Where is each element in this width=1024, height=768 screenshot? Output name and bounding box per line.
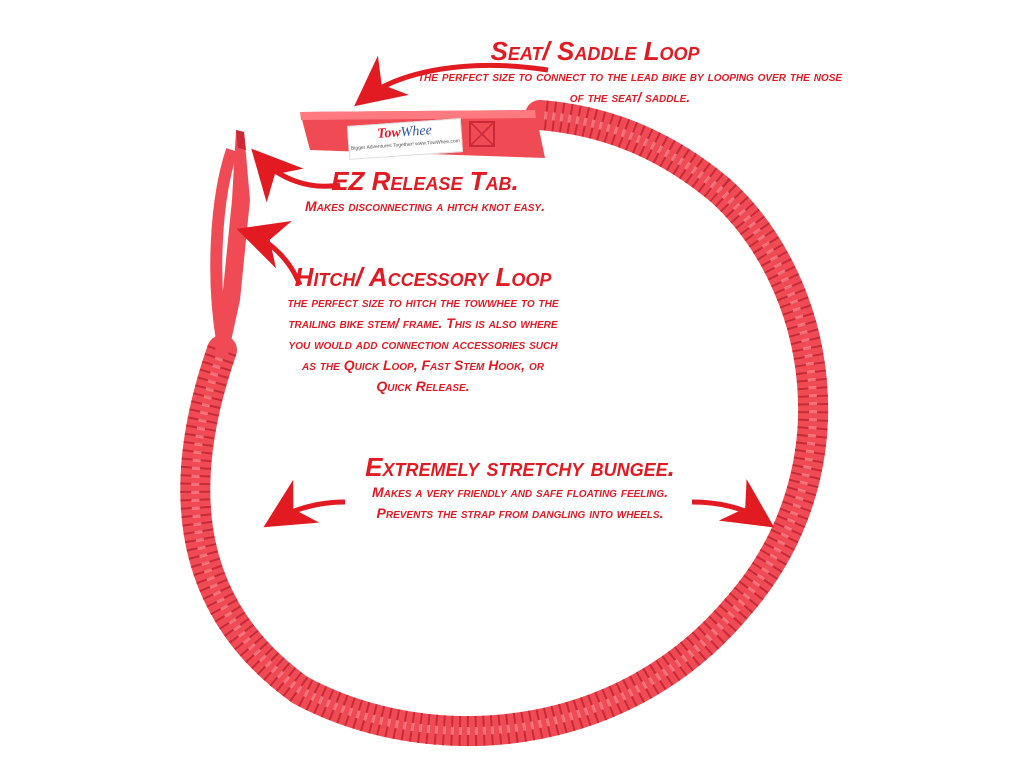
arrow-bungee-left [263, 479, 346, 528]
callout-line: Makes a very friendly and safe floating … [371, 484, 669, 500]
hitch-loop-strap [210, 130, 250, 355]
arrow-bungee-right [691, 479, 775, 528]
callout-heading: Seat/ Saddle Loop [490, 36, 700, 66]
arrow-ez-release-tab [251, 148, 341, 203]
arrow-hitch-loop [236, 220, 303, 286]
callout-line: as the Quick Loop, Fast Stem Hook, or [302, 357, 544, 373]
callout-seat-saddle-loop: Seat/ Saddle Loop the perfect size to co… [390, 36, 870, 108]
callout-line: you would add connection accessories suc… [288, 336, 558, 352]
callout-ez-release-tab: EZ Release Tab. Makes disconnecting a hi… [270, 166, 580, 217]
callout-stretchy-bungee: Extremely stretchy bungee. Makes a very … [330, 452, 710, 524]
callout-line: the perfect size to hitch the towwhee to… [287, 294, 559, 310]
callout-line: Quick Release. [376, 378, 470, 394]
callout-heading: Hitch/ Accessory Loop [294, 262, 552, 292]
callout-line: of the seat/ saddle. [569, 89, 691, 105]
bungee-highlight [191, 111, 818, 736]
callout-line: Prevents the strap from dangling into wh… [376, 505, 664, 521]
callout-hitch-accessory-loop: Hitch/ Accessory Loop the perfect size t… [258, 262, 588, 397]
callout-heading: EZ Release Tab. [331, 166, 519, 196]
callout-line: the perfect size to connect to the lead … [417, 68, 843, 84]
callout-line: Makes disconnecting a hitch knot easy. [304, 198, 545, 214]
callout-line: trailing bike stem/ frame. This is also … [288, 315, 558, 331]
arrow-seat-loop [354, 55, 549, 107]
callout-heading: Extremely stretchy bungee. [365, 452, 675, 482]
